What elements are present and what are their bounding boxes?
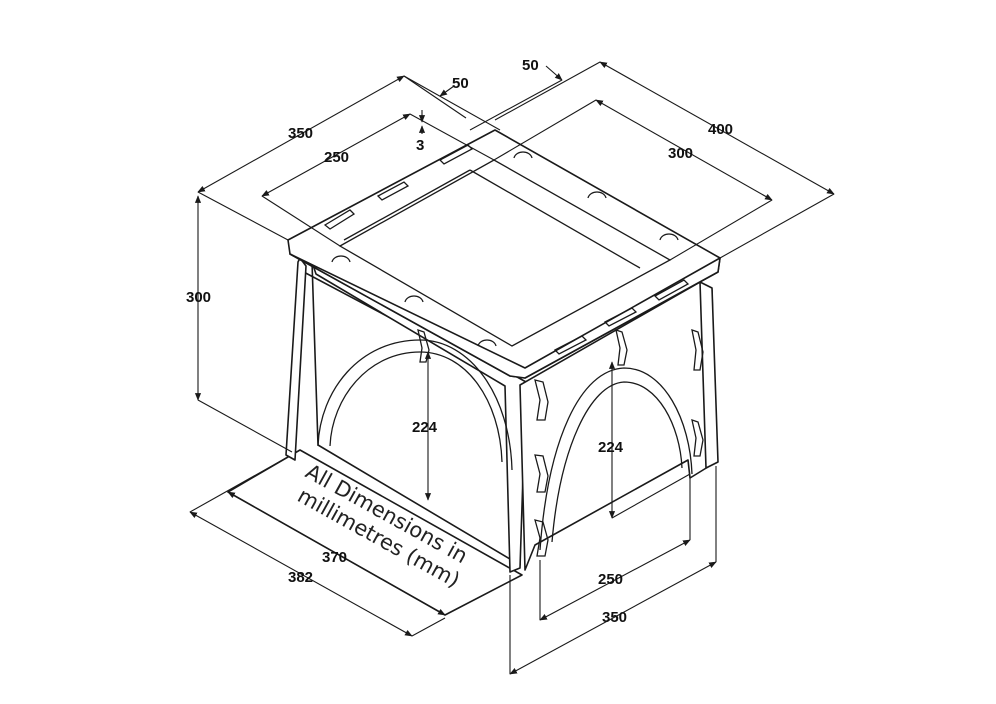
dim-top-length: 350 <box>288 125 313 142</box>
dim-base-inner: 370 <box>322 549 347 566</box>
dim-border-left: 50 <box>452 75 469 92</box>
dim-top-inner-length: 250 <box>324 149 349 166</box>
dim-border-right: 50 <box>522 57 539 74</box>
dim-front-outer: 350 <box>602 609 627 626</box>
dim-height: 300 <box>186 289 211 306</box>
dim-base-outer: 382 <box>288 569 313 586</box>
dim-arch-left: 224 <box>412 419 438 436</box>
dim-front-inner: 250 <box>598 571 623 588</box>
dim-arch-right: 224 <box>598 439 624 456</box>
dimension-lines <box>189 61 835 675</box>
dim-top-inner-width: 300 <box>668 145 693 162</box>
dim-thickness: 3 <box>416 137 424 154</box>
dimension-labels: 350 250 3 50 50 400 300 300 224 224 370 … <box>186 57 733 626</box>
dim-top-width: 400 <box>708 121 733 138</box>
